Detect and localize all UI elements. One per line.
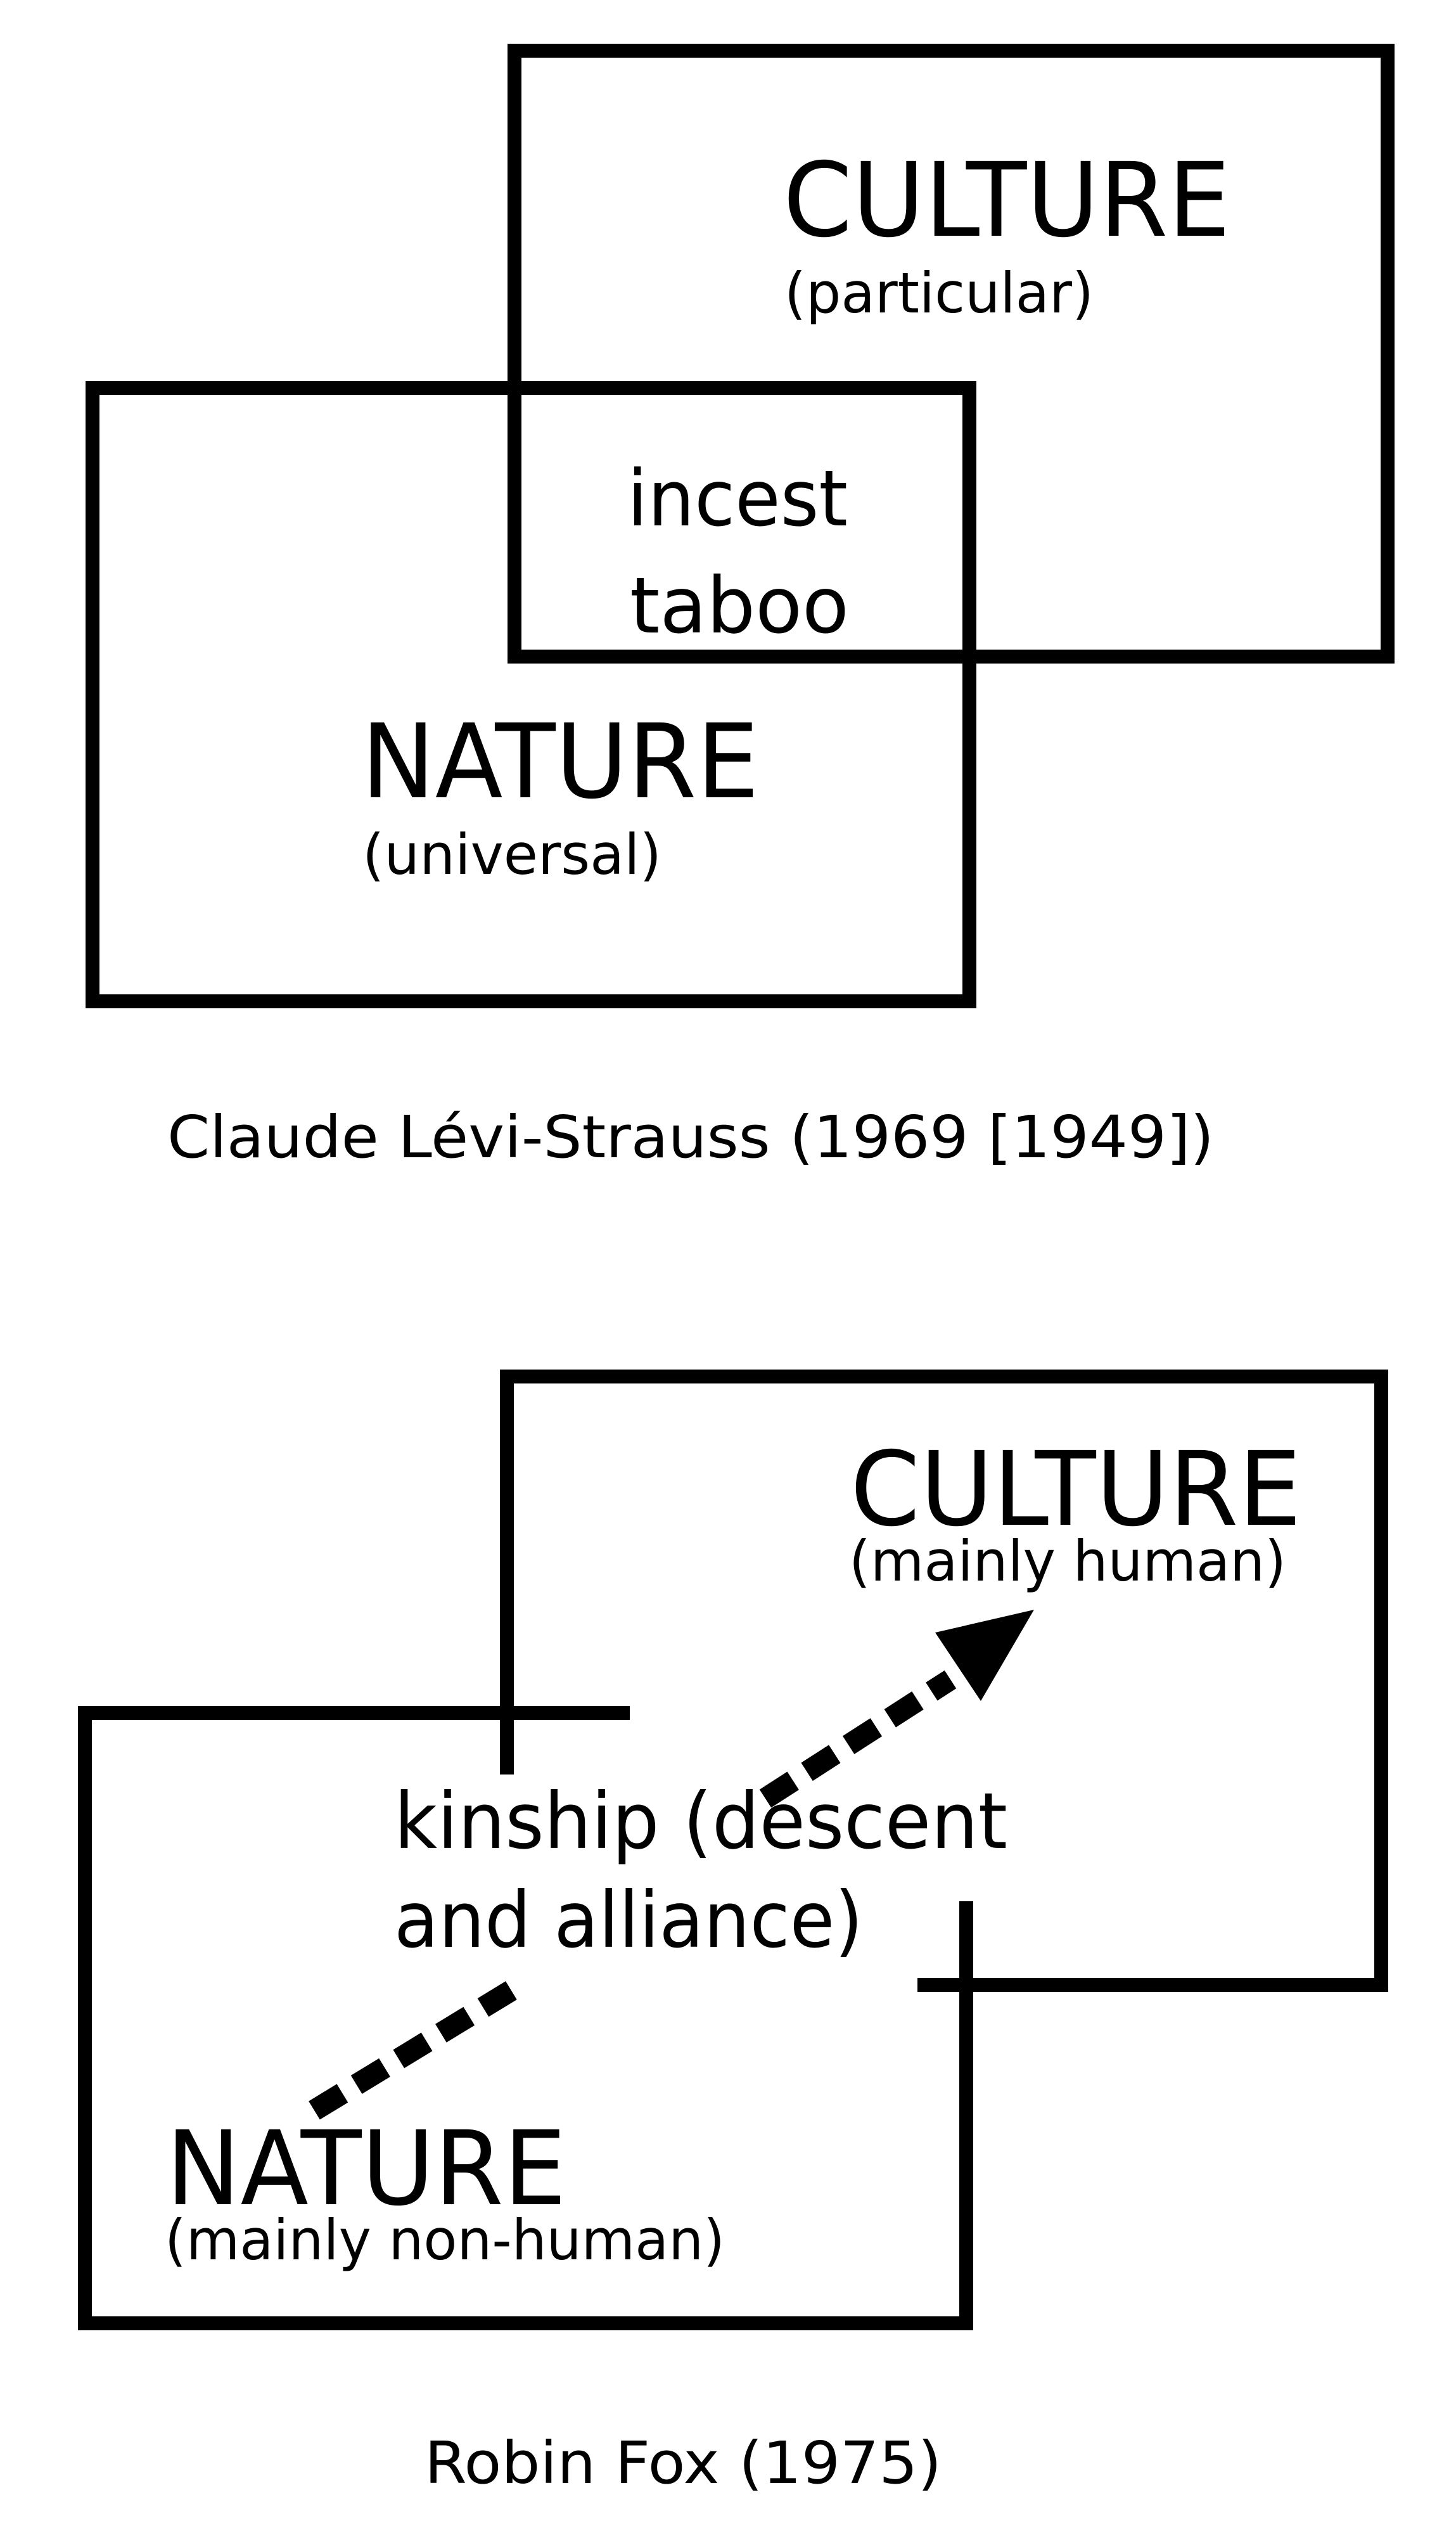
- top-nature-box: [86, 381, 976, 1008]
- top-diagram: CULTURE (particular) incest taboo NATURE…: [86, 44, 1395, 1171]
- bottom-dashed-arrow-upper: [759, 1670, 957, 1808]
- top-overlap-line1: incest: [627, 454, 848, 544]
- bottom-culture-label: CULTURE: [850, 1430, 1301, 1550]
- bottom-middle-line1: kinship (descent: [394, 1776, 1007, 1866]
- bottom-nature-sub: (mainly non-human): [165, 2207, 725, 2273]
- bottom-caption: Robin Fox (1975): [425, 2429, 942, 2497]
- top-nature-label: NATURE: [361, 703, 759, 822]
- bottom-culture-sub: (mainly human): [849, 1529, 1286, 1594]
- top-overlap-box: [511, 388, 973, 660]
- top-overlap-line2: taboo: [630, 561, 849, 651]
- top-nature-sub: (universal): [362, 822, 661, 887]
- bottom-middle-line2: and alliance): [394, 1875, 863, 1965]
- top-caption: Claude Lévi-Strauss (1969 [1949]): [167, 1103, 1214, 1171]
- top-culture-label: CULTURE: [783, 141, 1230, 260]
- top-culture-sub: (particular): [784, 260, 1094, 326]
- bottom-nature-label: NATURE: [166, 2110, 566, 2229]
- bottom-diagram: CULTURE (mainly human) kinship (descent …: [78, 1370, 1388, 2497]
- bottom-nature-box: [78, 1706, 973, 2330]
- bottom-culture-box: [500, 1370, 1388, 1992]
- bottom-dashed-arrow-lower: [309, 1980, 518, 2120]
- bottom-arrowhead: [935, 1610, 1034, 1701]
